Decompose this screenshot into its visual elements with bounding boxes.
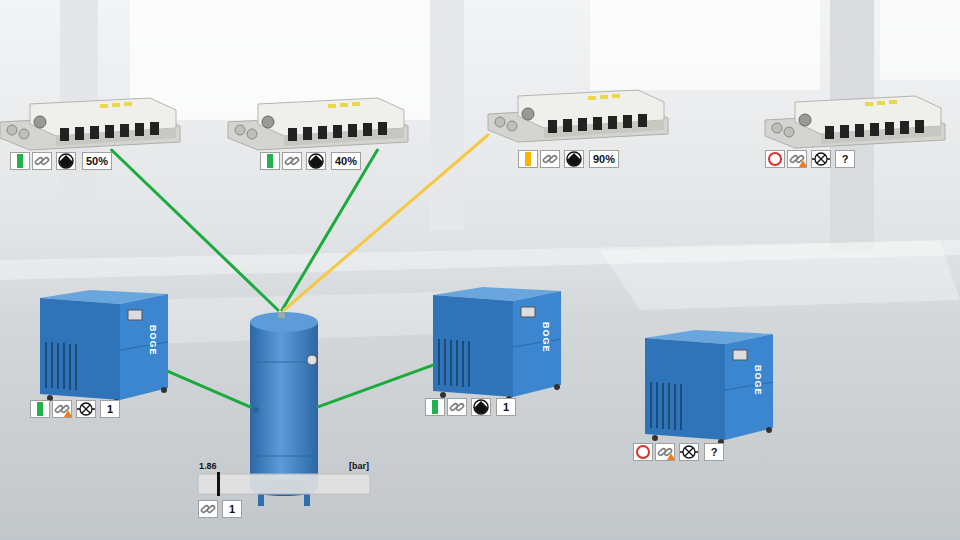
air-line — [168, 371, 250, 407]
valve-terminal: ? — [765, 90, 945, 148]
air-line — [284, 135, 488, 310]
air-line — [282, 150, 377, 310]
air-line — [318, 365, 433, 407]
pressure-value: 1.86 — [199, 461, 217, 472]
valve-terminal: 40% — [228, 92, 408, 150]
pressure-unit: [bar] — [349, 461, 369, 472]
load-value: ? — [835, 150, 855, 168]
connection-count: 1 — [222, 500, 242, 518]
stage-value: ? — [704, 443, 724, 461]
load-value: 40% — [331, 152, 361, 170]
brand-logo: BOGE — [540, 322, 551, 353]
air-line — [112, 150, 278, 310]
valve-terminal: 50% — [0, 92, 180, 150]
stage-value: 1 — [496, 398, 516, 416]
load-value: 90% — [589, 150, 619, 168]
load-value: 50% — [82, 152, 112, 170]
air-tank: 1.86[bar]1 — [250, 310, 318, 500]
stage-value: 1 — [100, 400, 120, 418]
brand-logo: BOGE — [752, 365, 763, 396]
valve-terminal: 90% — [488, 84, 668, 142]
brand-logo: BOGE — [147, 325, 158, 356]
